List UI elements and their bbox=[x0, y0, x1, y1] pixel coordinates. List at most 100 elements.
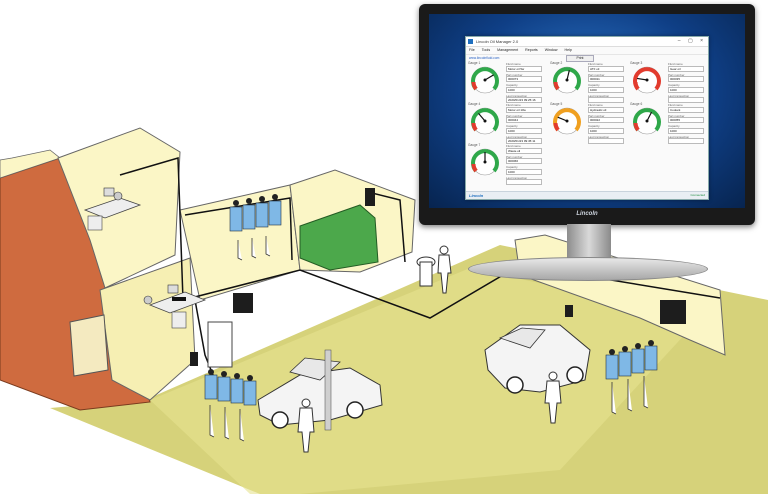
gauge-field-value: 2020/01/23 09:45:11 bbox=[506, 138, 542, 145]
menu-help[interactable]: Help bbox=[564, 48, 572, 52]
menu-management[interactable]: Management bbox=[497, 48, 519, 52]
oil-manager-window: Lincoln Oil Manager 2.0 – ▢ × File Tools… bbox=[465, 36, 709, 200]
gauge-needle bbox=[557, 116, 568, 122]
gauge-field-label: Fluid name bbox=[668, 62, 683, 66]
menu-tools[interactable]: Tools bbox=[481, 48, 491, 52]
gauge-field-value bbox=[506, 179, 542, 186]
gauge-field-label: Part number bbox=[588, 113, 605, 118]
gauge-field-label: Last transaction bbox=[506, 134, 528, 139]
monitor-stand-base bbox=[468, 257, 708, 281]
gauge-field-value: Motor oil 10w bbox=[506, 106, 542, 113]
tank-group-wall bbox=[229, 194, 282, 232]
gauge-field-label: Part number bbox=[668, 113, 685, 118]
gauge-low-zone bbox=[553, 122, 560, 132]
window-titlebar: Lincoln Oil Manager 2.0 – ▢ × bbox=[466, 37, 708, 47]
gauge-needle bbox=[646, 111, 653, 122]
url-bar: www.lincolnfluid.com Print bbox=[466, 55, 708, 62]
office-desk-lower bbox=[143, 284, 207, 329]
gauge-hub bbox=[645, 119, 649, 123]
gauge-field-value: 000055 bbox=[668, 117, 704, 124]
gauge-field-value: 1000 bbox=[506, 127, 542, 134]
gauge-dial bbox=[471, 107, 499, 135]
pump-unit bbox=[660, 300, 686, 324]
gauge-dial bbox=[553, 66, 581, 94]
gauge-dial bbox=[471, 148, 499, 176]
gauge-field-label: Last transaction bbox=[588, 93, 610, 98]
gauge-dial bbox=[633, 66, 661, 94]
gauge-field-value: 1000 bbox=[506, 168, 542, 175]
gauge-field-value bbox=[588, 97, 624, 104]
gauge-field-label: Last transaction bbox=[668, 93, 690, 98]
window-title: Lincoln Oil Manager 2.0 bbox=[476, 39, 519, 44]
gauge-field-label: Capacity bbox=[506, 83, 518, 88]
gauge-field-value: 000066 bbox=[506, 158, 542, 165]
connection-status: Connected bbox=[690, 193, 705, 197]
gauge-field-value: Waste oil bbox=[506, 147, 542, 154]
gauge-field-label: Last transaction bbox=[668, 134, 690, 139]
gauge-dial bbox=[633, 107, 661, 135]
menu-reports[interactable]: Reports bbox=[525, 48, 538, 52]
car-left bbox=[257, 349, 383, 431]
gauge-title: Gauge 5 bbox=[550, 102, 563, 106]
gauge-field-label: Capacity bbox=[588, 83, 600, 88]
gauge-hub bbox=[565, 78, 569, 82]
tank-group-left bbox=[204, 369, 257, 406]
gauge-field-label: Part number bbox=[506, 72, 523, 77]
gauge-hub bbox=[645, 78, 649, 82]
office-desk-upper bbox=[83, 187, 142, 231]
pump-unit bbox=[233, 293, 253, 313]
gauge-field-value: Hydraulic oil bbox=[588, 106, 624, 113]
gauge-field-label: Last transaction bbox=[588, 134, 610, 139]
car-right bbox=[484, 324, 591, 394]
gauge-field-value: 1000 bbox=[668, 127, 704, 134]
website-link[interactable]: www.lincolnfluid.com bbox=[469, 56, 500, 60]
gauge-field-label: Last transaction bbox=[506, 93, 528, 98]
gauge-field-label: Part number bbox=[506, 113, 523, 118]
gauge-field-label: Last transaction bbox=[506, 175, 528, 180]
print-button[interactable]: Print bbox=[566, 55, 594, 62]
gauge-field-label: Fluid name bbox=[588, 62, 603, 66]
gauge-low-zone bbox=[633, 81, 640, 91]
gauge-field-value: 1000 bbox=[588, 86, 624, 93]
gauge-low-zone bbox=[471, 81, 478, 91]
gauge-field-value bbox=[668, 97, 704, 104]
menu-window[interactable]: Window bbox=[544, 48, 558, 52]
menu-file[interactable]: File bbox=[469, 48, 475, 52]
gauge-needle bbox=[478, 113, 486, 122]
app-icon bbox=[468, 39, 473, 44]
mechanic-figure bbox=[297, 398, 315, 453]
gauge-field-label: Part number bbox=[506, 154, 523, 159]
gauge-field-label: Fluid name bbox=[588, 103, 603, 107]
gauge-needle bbox=[484, 74, 494, 81]
gauge-field-value: 1000 bbox=[588, 127, 624, 134]
gauge-field-label: Capacity bbox=[588, 124, 600, 129]
gauge-field-value: 000011 bbox=[588, 76, 624, 83]
gauge-field-value: 000035 bbox=[668, 76, 704, 83]
gauge-low-zone bbox=[471, 163, 478, 173]
monitor-screen: Lincoln Oil Manager 2.0 – ▢ × File Tools… bbox=[429, 14, 745, 208]
gauge-field-value: 000073 bbox=[506, 76, 542, 83]
window-controls[interactable]: – ▢ × bbox=[677, 38, 706, 44]
gauge-field-label: Part number bbox=[588, 72, 605, 77]
gauge-field-value bbox=[588, 138, 624, 145]
gauge-field-value: 2020/01/23 09:25:16 bbox=[506, 97, 542, 104]
gauge-field-value: ATF oil bbox=[588, 65, 624, 72]
gauge-field-label: Part number bbox=[668, 72, 685, 77]
gauge-title: Gauge 3 bbox=[630, 61, 643, 65]
back-wall-middle bbox=[179, 184, 301, 301]
gauge-title: Gauge 1 bbox=[468, 61, 481, 65]
